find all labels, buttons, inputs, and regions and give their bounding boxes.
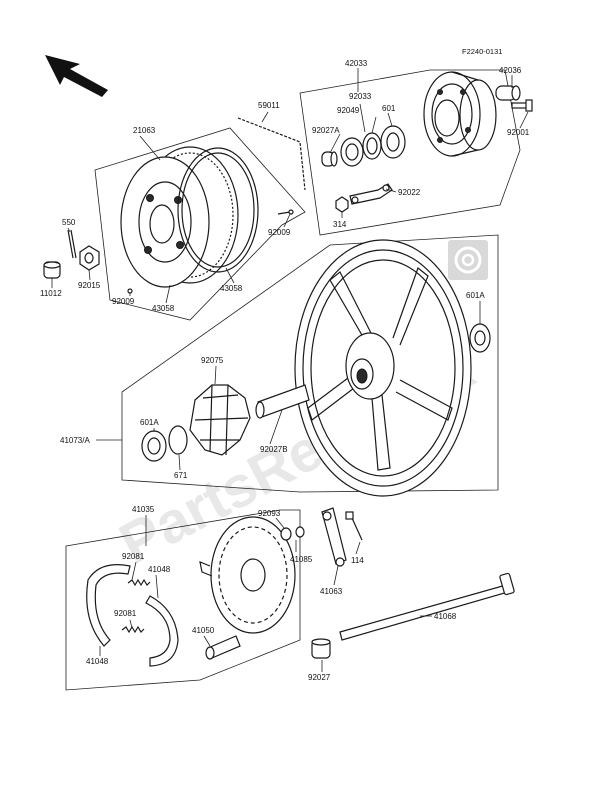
label-601A-left: 601A: [140, 418, 159, 427]
rear-wheel: [294, 239, 472, 497]
wheel-group-outline: [121, 234, 499, 493]
nut-314: [335, 196, 349, 213]
screw-92009-right: [277, 209, 294, 215]
brake-cam: [205, 635, 241, 660]
lever-bolt: [345, 511, 363, 541]
part-labels: 42033 42036 92033 92049 601 92027A 92001…: [40, 59, 530, 682]
castle-nut: [79, 245, 100, 271]
label-41050: 41050: [192, 626, 215, 635]
leader-lines: [51, 68, 529, 672]
label-92081-top: 92081: [122, 552, 145, 561]
screw-92009-left: [127, 288, 133, 294]
hub-group-outline: [299, 69, 521, 236]
label-41073A: 41073/A: [60, 436, 90, 445]
label-550: 550: [62, 218, 76, 227]
label-43058-right: 43058: [220, 284, 243, 293]
axle-spacer: [311, 638, 331, 659]
hub-damper: [189, 384, 251, 456]
brake-panel: [199, 516, 296, 634]
label-92049: 92049: [337, 106, 360, 115]
label-314: 314: [333, 220, 347, 229]
hub-collar: [495, 85, 521, 101]
shoe-spring-bottom: [121, 625, 145, 634]
label-11012: 11012: [40, 289, 62, 298]
label-92015: 92015: [78, 281, 101, 290]
label-671: 671: [174, 471, 188, 480]
label-92093: 92093: [258, 509, 281, 518]
spacer-tube: [255, 384, 310, 419]
label-92027: 92027: [308, 673, 331, 682]
diagram-code: F2240-0131: [462, 47, 502, 56]
label-42033: 42033: [345, 59, 368, 68]
label-42036: 42036: [499, 66, 522, 75]
label-92009-right: 92009: [268, 228, 291, 237]
label-21063: 21063: [133, 126, 156, 135]
label-41085: 41085: [290, 555, 313, 564]
label-92081-mid: 92081: [114, 609, 137, 618]
label-59011: 59011: [258, 101, 280, 110]
label-41035: 41035: [132, 505, 155, 514]
brake-group-outline: [65, 509, 301, 691]
bearing-601A-left: [141, 430, 167, 462]
torque-link: [349, 183, 393, 205]
label-92022: 92022: [398, 188, 421, 197]
bearing-601A-right: [469, 323, 491, 353]
direction-arrow-icon: [45, 55, 108, 97]
rear-axle: [339, 572, 515, 641]
label-92009-left: 92009: [112, 297, 135, 306]
shoe-spring-top: [127, 578, 151, 587]
rear-hub-flange: [423, 71, 497, 157]
bolt: [511, 99, 533, 112]
label-92075: 92075: [201, 356, 224, 365]
label-41048-right: 41048: [148, 565, 171, 574]
cap-11012: [43, 261, 61, 279]
label-601A-right: 601A: [466, 291, 485, 300]
cotter-pin: [67, 229, 77, 259]
spacer-92027A: [321, 151, 338, 167]
circlip: [168, 425, 188, 455]
label-114: 114: [351, 556, 364, 565]
label-41068: 41068: [434, 612, 457, 621]
label-92027B: 92027B: [260, 445, 288, 454]
label-92033: 92033: [349, 92, 372, 101]
sprocket-group-outline: [94, 127, 306, 321]
label-43058-left: 43058: [152, 304, 175, 313]
spacer-92049: [362, 132, 382, 160]
sprocket-carrier: [120, 146, 239, 288]
label-41063: 41063: [320, 587, 343, 596]
label-92001: 92001: [507, 128, 530, 137]
gear-icon: [448, 240, 488, 280]
label-41048-left: 41048: [86, 657, 109, 666]
carrier-seal-ring: [177, 147, 259, 273]
label-601: 601: [382, 104, 396, 113]
label-92027A: 92027A: [312, 126, 340, 135]
brake-lever: [321, 507, 347, 567]
seal-92033: [340, 137, 364, 167]
brake-shoes: [86, 564, 179, 667]
washer-92093: [280, 526, 305, 541]
bearing-601: [380, 125, 406, 159]
